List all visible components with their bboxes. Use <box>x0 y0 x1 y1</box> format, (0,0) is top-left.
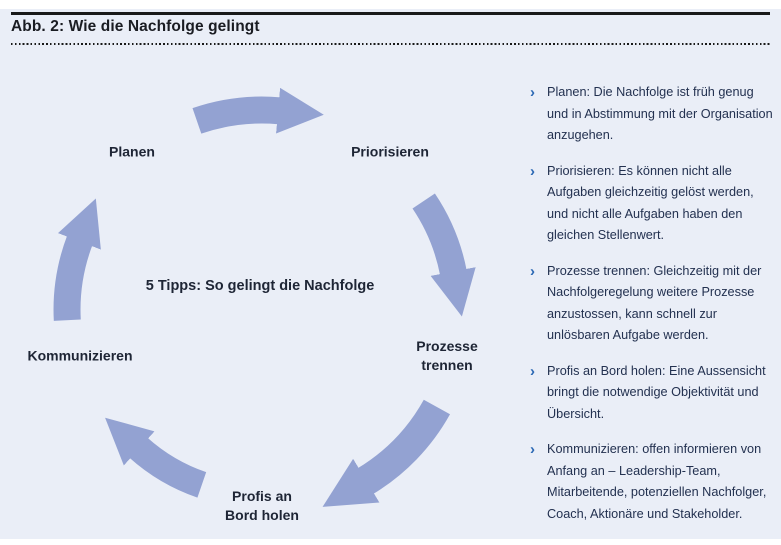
cycle-arrow-priorisieren-to-prozesse-icon <box>412 193 476 317</box>
chevron-bullet-icon: › <box>530 262 535 280</box>
tip-item-kommunizieren: › Kommunizieren: offen informieren von A… <box>530 439 777 525</box>
cycle-arrow-prozesse-to-profis-icon <box>322 399 451 507</box>
step-label-planen: Planen <box>109 143 155 160</box>
tip-text: Kommunizieren: offen informieren von Anf… <box>547 442 767 521</box>
step-label-prozesse-trennen: Prozesse trennen <box>416 338 478 373</box>
step-label-priorisieren: Priorisieren <box>351 143 429 160</box>
step-label-kommunizieren: Kommunizieren <box>27 347 133 364</box>
diagram-center-caption: 5 Tipps: So gelingt die Nachfolge <box>145 278 375 294</box>
tip-item-profis-an-bord-holen: › Profis an Bord holen: Eine Aussensicht… <box>530 361 777 426</box>
cycle-arrow-planen-to-priorisieren-icon <box>192 87 324 134</box>
tips-list: › Planen: Die Nachfolge ist früh genug u… <box>530 82 777 525</box>
tip-item-planen: › Planen: Die Nachfolge ist früh genug u… <box>530 82 777 147</box>
tip-item-prozesse-trennen: › Prozesse trennen: Gleichzeitig mit der… <box>530 261 777 347</box>
figure-title: Abb. 2: Wie die Nachfolge gelingt <box>11 18 260 35</box>
tip-text: Profis an Bord holen: Eine Aussensicht b… <box>547 363 766 421</box>
tip-item-priorisieren: › Priorisieren: Es können nicht alle Auf… <box>530 161 777 247</box>
tip-text: Priorisieren: Es können nicht alle Aufga… <box>547 163 754 243</box>
chevron-bullet-icon: › <box>530 84 535 101</box>
chevron-bullet-icon: › <box>530 362 535 380</box>
cycle-arrow-profis-to-kommunizieren-icon <box>105 417 207 498</box>
chevron-bullet-icon: › <box>530 441 535 458</box>
tip-text: Prozesse trennen: Gleichzeitig mit der N… <box>547 263 762 343</box>
top-rule-divider <box>11 12 770 15</box>
dotted-divider <box>11 43 770 45</box>
cycle-arrow-kommunizieren-to-planen-icon <box>53 198 101 321</box>
step-label-profis-an-bord-holen: Profis an Bord holen <box>225 488 299 523</box>
tip-text: Planen: Die Nachfolge ist früh genug und… <box>547 85 773 142</box>
chevron-bullet-icon: › <box>530 162 535 180</box>
